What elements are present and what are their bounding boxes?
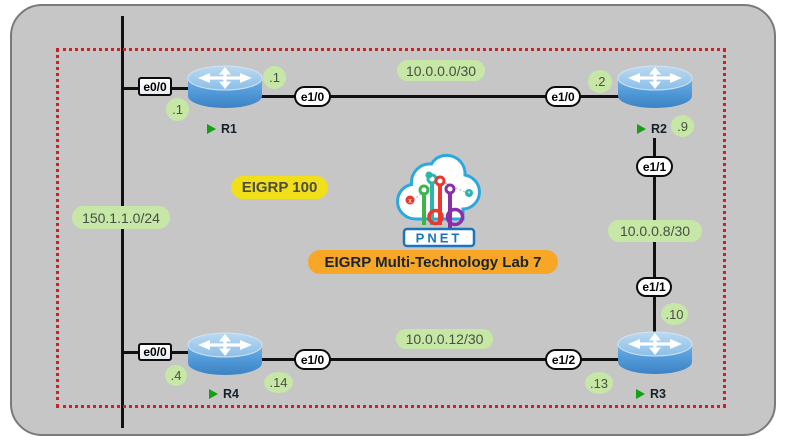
iface-label-r3-e1-1: e1/1 (636, 277, 672, 297)
node-name: R4 (223, 387, 239, 401)
subnet-label-r1-r2: 10.0.0.0/30 (397, 60, 485, 81)
svg-text:x: x (408, 198, 412, 205)
play-triangle-icon (209, 389, 218, 399)
subnet-label-lan: 150.1.1.0/24 (72, 206, 170, 229)
pnet-plate (402, 227, 476, 248)
router-icon-r4[interactable] (187, 331, 263, 377)
ip-badge-r4-e1-0: .14 (264, 372, 293, 393)
link-r1-r2 (260, 95, 620, 98)
link-r4-r3 (260, 358, 620, 361)
ip-badge-r1-e1-0: .1 (263, 66, 286, 89)
eigrp-as-label: EIGRP 100 (231, 176, 328, 199)
iface-label-r1-e0-0: e0/0 (138, 77, 172, 96)
subnet-label-r2-r3: 10.0.0.8/30 (608, 220, 702, 242)
iface-label-r4-e1-0: e1/0 (294, 349, 331, 370)
node-label-r3: R3 (636, 387, 666, 401)
ip-badge-r2-e1-0: .2 (588, 70, 612, 93)
iface-label-r2-e1-0: e1/0 (545, 86, 581, 107)
iface-label-r1-e1-0: e1/0 (294, 86, 331, 107)
ip-badge-r2-dot9: .9 (671, 115, 694, 137)
eigrp-boundary-dotted-border (56, 48, 726, 408)
subnet-label-r4-r3: 10.0.0.12/30 (396, 329, 493, 349)
svg-text:*: * (468, 191, 471, 198)
play-triangle-icon (636, 389, 645, 399)
iface-label-r4-e0-0: e0/0 (138, 343, 172, 361)
node-name: R3 (650, 387, 666, 401)
node-label-r2: R2 (637, 122, 667, 136)
pnet-brand-text: PNET (416, 231, 463, 246)
play-triangle-icon (207, 124, 216, 134)
iface-label-r2-e1-1: e1/1 (636, 156, 673, 177)
node-name: R2 (651, 122, 667, 136)
node-label-r4: R4 (209, 387, 239, 401)
router-icon-r2[interactable] (617, 64, 693, 110)
pnet-lab-logo: x * PNET (395, 153, 482, 248)
iface-label-r3-e1-2: e1/2 (545, 349, 582, 370)
play-triangle-icon (637, 124, 646, 134)
lab-title-banner: EIGRP Multi-Technology Lab 7 (308, 250, 558, 274)
node-label-r1: R1 (207, 122, 237, 136)
ip-badge-r3-e1-1: .10 (661, 303, 688, 325)
router-icon-r1[interactable] (187, 64, 263, 110)
ip-badge-r4-e0-0: .4 (165, 365, 187, 386)
router-icon-r3[interactable] (617, 330, 693, 376)
ip-badge-r1-e0-0: .1 (166, 98, 189, 121)
node-name: R1 (221, 122, 237, 136)
ip-badge-r3-e1-2: .13 (585, 372, 613, 394)
